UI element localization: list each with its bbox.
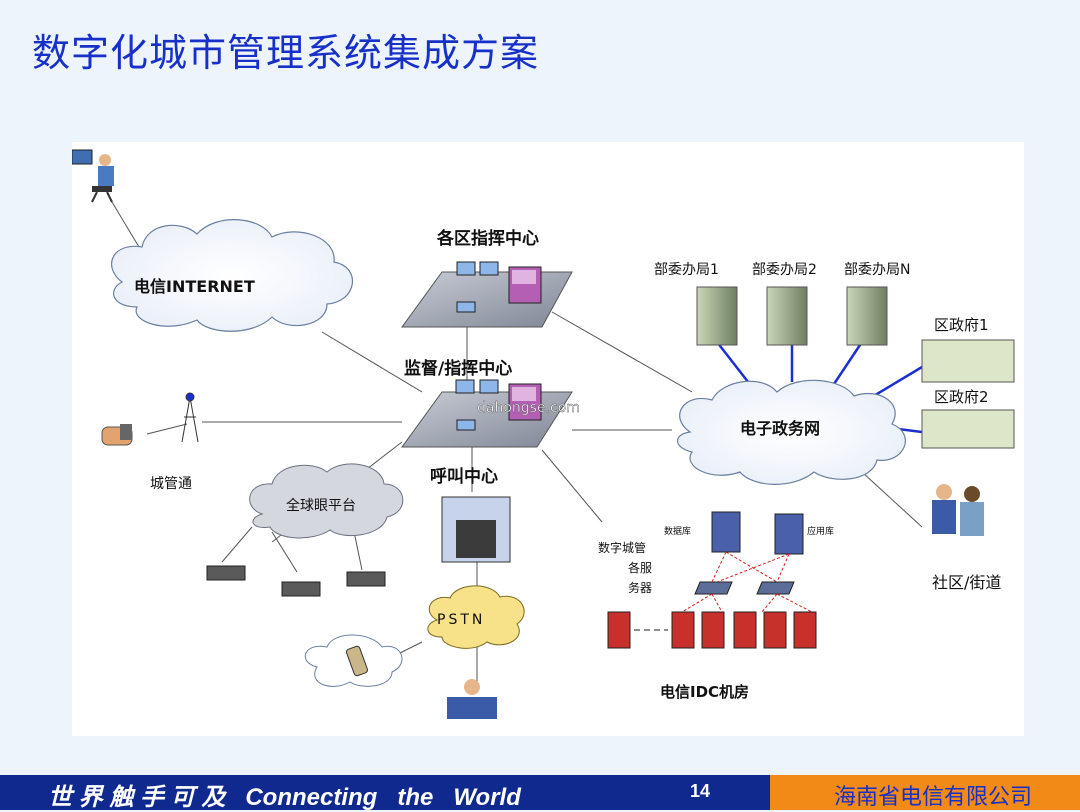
district-command-platform: 各区指挥中心 xyxy=(401,228,573,328)
server-label-3: 务器 xyxy=(628,580,652,595)
server-label-1: 数字城管 xyxy=(598,540,646,555)
dept-buildings: 部委办局1 部委办局2 部委办局N xyxy=(654,262,910,346)
egov-cloud: 电子政务网 xyxy=(676,379,906,485)
network-diagram: 电信INTERNET 各区指挥中心 监督/指挥中心 dahongse.com 部… xyxy=(72,142,1024,736)
company-name: 海南省电信有限公司 xyxy=(833,785,1032,810)
company-box: 海南省电信有限公司 xyxy=(770,775,1080,810)
city-tong-label: 城管通 xyxy=(150,476,192,492)
mobile-cloud xyxy=(304,634,403,687)
pstn-label: PSTN xyxy=(437,612,485,628)
server-label-2: 各服 xyxy=(628,560,652,575)
community-people-icon: 社区/街道 xyxy=(932,484,1001,592)
db-server-2-label: 应用库 xyxy=(807,525,834,537)
global-eye-cloud: 全球眼平台 xyxy=(249,463,404,539)
camera-icons xyxy=(206,565,386,597)
phone-user-icon xyxy=(447,679,497,719)
dept1-label: 部委办局1 xyxy=(654,262,719,278)
idc-label: 电信IDC机房 xyxy=(660,683,749,701)
call-center-building: 呼叫中心 xyxy=(430,466,511,563)
slide-title: 数字化城市管理系统集成方案 xyxy=(32,31,540,75)
community-label: 社区/街道 xyxy=(932,573,1001,592)
gov2-label: 区政府2 xyxy=(934,388,989,406)
db-server-1-label: 数据库 xyxy=(664,525,691,537)
handheld-icon xyxy=(101,424,133,446)
gov1-label: 区政府1 xyxy=(934,316,989,334)
dept2-label: 部委办局2 xyxy=(752,262,817,278)
deptN-label: 部委办局N xyxy=(844,262,910,278)
global-eye-label: 全球眼平台 xyxy=(286,497,356,514)
internet-cloud: 电信INTERNET xyxy=(111,219,353,332)
district-command-label: 各区指挥中心 xyxy=(436,228,539,249)
pstn-cloud: PSTN xyxy=(427,585,525,649)
district-government-buildings: 区政府1 区政府2 xyxy=(921,316,1015,449)
egov-label: 电子政务网 xyxy=(740,419,820,438)
internet-label: 电信INTERNET xyxy=(134,277,255,296)
footer-bar: 世 界 触 手 可 及 Connecting the World 14 海南省电… xyxy=(0,775,1080,811)
watermark: dahongse.com xyxy=(477,400,580,416)
page-number: 14 xyxy=(690,781,711,801)
idc-servers: 数据库 应用库 数字城管 各服 务器 电信IDC机房 xyxy=(598,511,834,701)
footer-slogan: 世 界 触 手 可 及 Connecting the World xyxy=(48,784,521,811)
user-computer-icon xyxy=(72,149,114,203)
supervision-center-platform: 监督/指挥中心 dahongse.com xyxy=(401,358,580,448)
antenna-tower-icon xyxy=(181,392,199,443)
supervision-center-label: 监督/指挥中心 xyxy=(404,358,512,379)
call-center-label: 呼叫中心 xyxy=(430,466,498,487)
